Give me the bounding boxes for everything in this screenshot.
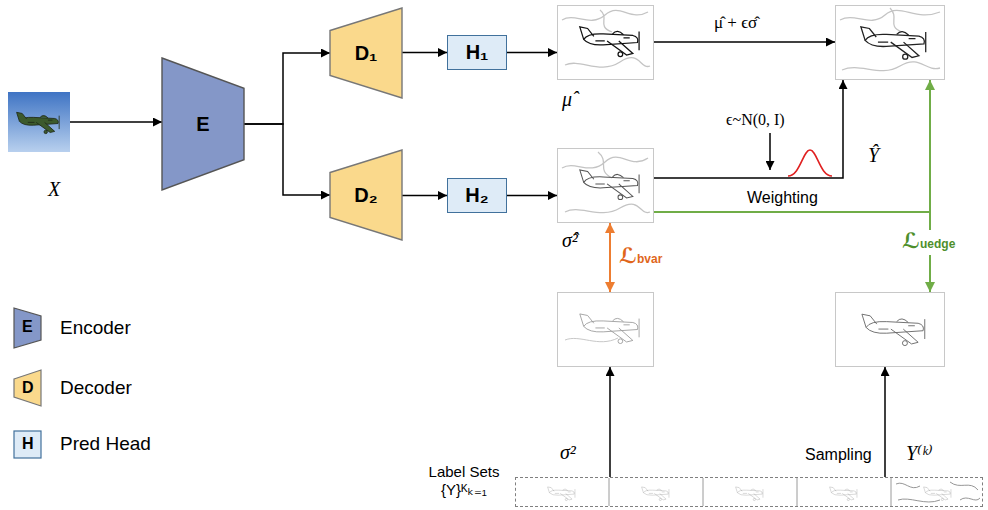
pred-head: H₂ <box>447 178 507 213</box>
block-outline <box>330 150 402 240</box>
encoder-block: E <box>162 58 244 190</box>
connector <box>654 80 930 212</box>
noise-formula: ϵ~N(0, I) <box>726 111 785 129</box>
block-outline <box>330 8 402 98</box>
connector <box>507 52 557 54</box>
decoder-block: D₂ <box>330 150 402 240</box>
map-symbol: σ² <box>560 441 576 464</box>
label-set-dividers <box>609 478 891 506</box>
connector <box>929 80 931 292</box>
variance-map: σ̂² <box>557 148 654 223</box>
sampled-label-map: Y⁽ᵏ⁾ <box>835 292 945 367</box>
edge-map-texture <box>562 8 940 213</box>
decoder-block: D₁ <box>330 8 402 98</box>
legend-text: Encoder <box>60 317 131 339</box>
legend-letter: D <box>22 379 34 397</box>
connector <box>609 367 611 477</box>
connector <box>244 53 330 124</box>
group-heading: Label Sets {Y}ᴷₖ₌₁ <box>424 463 504 499</box>
block-letter: H₁ <box>466 41 489 64</box>
connector <box>507 195 557 197</box>
legend-letter: H <box>22 435 34 453</box>
connector <box>654 41 835 43</box>
mean-plane <box>580 27 639 57</box>
decoder-sample <box>14 370 41 406</box>
head-sample <box>14 431 41 458</box>
connector <box>402 52 447 54</box>
connector <box>654 80 843 178</box>
edge-formula: μ̂ + ϵσ̂ <box>712 13 759 33</box>
photo-plane <box>17 112 60 133</box>
map-symbol: Y⁽ᵏ⁾ <box>906 441 933 465</box>
connector <box>244 124 330 195</box>
connector <box>70 121 162 123</box>
variance-plane <box>580 170 639 200</box>
connector <box>609 223 611 292</box>
edge-label: Sampling <box>803 446 874 464</box>
loss-label: ℒuedge <box>900 230 957 255</box>
input-image: X <box>8 92 70 152</box>
loss-label: ℒbvar <box>617 245 664 270</box>
map-symbol: Ŷ <box>868 144 879 167</box>
legend-letter: E <box>22 318 33 336</box>
sampled-label-plane <box>862 314 925 345</box>
input-photo <box>8 92 70 152</box>
map-symbol: σ̂² <box>562 229 578 252</box>
pred-head: H₁ <box>447 35 507 70</box>
gaussian-curve <box>788 150 832 176</box>
block-outline <box>162 58 244 190</box>
block-letter: D₁ <box>355 42 378 65</box>
block-letter: H₂ <box>465 184 488 207</box>
block-letter: E <box>196 113 209 136</box>
legend-text: Pred Head <box>60 433 151 455</box>
mean-map: μ̂ <box>557 5 654 80</box>
legend-text: Decoder <box>60 377 132 399</box>
connector <box>884 367 886 477</box>
block-letter: D₂ <box>354 184 377 207</box>
map-symbol: μ̂ <box>562 88 572 111</box>
connector <box>402 195 447 197</box>
noise-arrow <box>769 133 771 170</box>
label-variance-texture <box>565 338 618 342</box>
label-set-thumbnails <box>548 482 980 502</box>
output-map: Ŷ <box>835 5 945 80</box>
label-set-box: Label Sets {Y}ᴷₖ₌₁ <box>515 477 983 507</box>
edge-label: Weighting <box>745 189 820 207</box>
encoder-sample <box>14 308 41 348</box>
label-variance-plane <box>580 314 639 344</box>
map-symbol: X <box>48 178 60 201</box>
output-plane <box>861 27 926 59</box>
label-variance-map: σ² <box>557 292 654 367</box>
